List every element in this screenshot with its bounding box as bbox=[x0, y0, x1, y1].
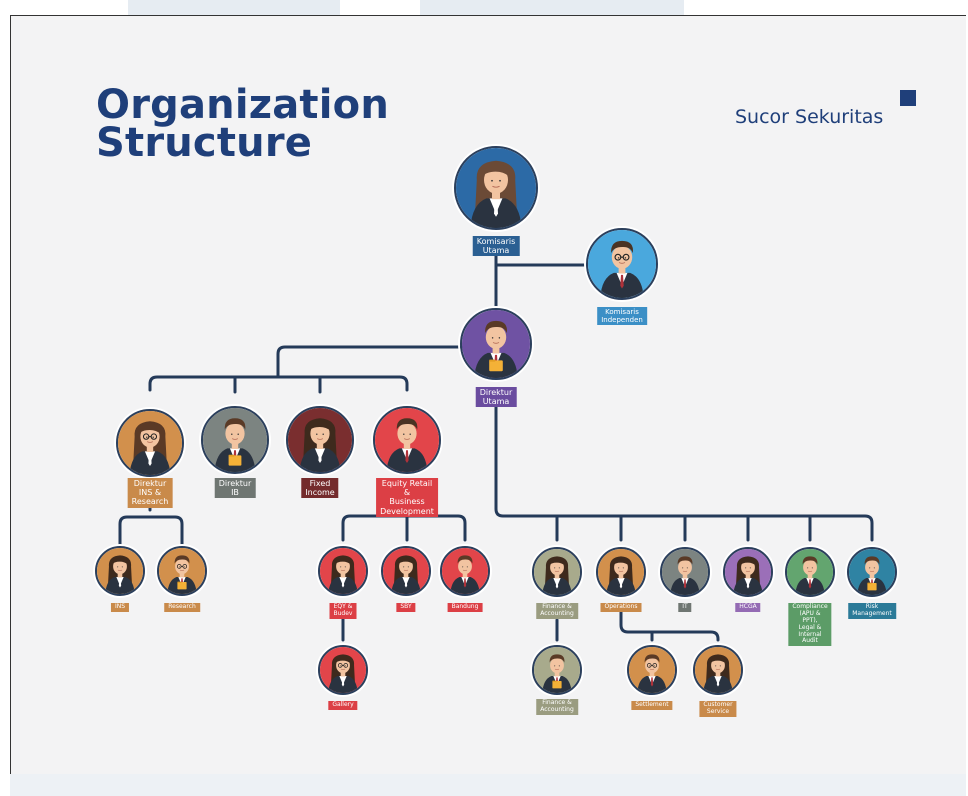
node-label-finance-accounting-2: Finance & Accounting bbox=[536, 699, 578, 715]
avatar bbox=[95, 546, 145, 596]
avatar bbox=[693, 645, 743, 695]
node-label-eqy-budev: EQY & Budev bbox=[329, 603, 357, 619]
node-label-komisaris-utama: Komisaris Utama bbox=[472, 236, 520, 257]
node-label-fixed-income: Fixed Income bbox=[301, 478, 339, 499]
node-label-sby: SBY bbox=[396, 603, 416, 612]
avatar bbox=[454, 146, 538, 230]
connector-directors-bus bbox=[148, 345, 498, 394]
avatar bbox=[381, 546, 431, 596]
avatar bbox=[157, 546, 207, 596]
node-label-settlement: Settlement bbox=[631, 701, 673, 710]
avatar bbox=[373, 406, 441, 474]
avatar bbox=[116, 409, 184, 477]
node-label-compliance: Compliance (APU & PPT), Legal & Internal… bbox=[788, 603, 832, 647]
node-label-komisaris-independen: Komisaris Independen bbox=[597, 307, 647, 326]
node-label-hcga: HCGA bbox=[735, 603, 761, 612]
avatar bbox=[847, 547, 897, 597]
avatar bbox=[201, 406, 269, 474]
avatar bbox=[460, 308, 532, 380]
node-label-finance-accounting: Finance & Accounting bbox=[536, 603, 578, 619]
node-label-direktur-ib: Direktur IB bbox=[214, 478, 256, 499]
connector-direktur-utama-support bbox=[494, 396, 874, 542]
avatar bbox=[596, 547, 646, 597]
node-label-bandung: Bandung bbox=[447, 603, 483, 612]
node-label-ins: INS bbox=[110, 603, 130, 612]
avatar bbox=[660, 547, 710, 597]
node-label-gallery: Gallery bbox=[328, 701, 358, 710]
node-label-direktur-ins: Direktur INS & Research bbox=[127, 478, 173, 508]
brand-logo-mark bbox=[900, 90, 916, 106]
page-title: Organization Structure bbox=[96, 82, 390, 166]
avatar bbox=[286, 406, 354, 474]
brand-name: Sucor Sekuritas bbox=[735, 106, 884, 128]
node-label-risk-management: Risk Management bbox=[848, 603, 896, 619]
avatar bbox=[785, 547, 835, 597]
watermark-band-bottom bbox=[10, 774, 966, 796]
avatar bbox=[723, 547, 773, 597]
avatar bbox=[532, 547, 582, 597]
node-label-it: IT bbox=[678, 603, 692, 612]
avatar bbox=[318, 546, 368, 596]
avatar bbox=[627, 645, 677, 695]
watermark-band-left bbox=[128, 0, 340, 16]
node-label-research: Research bbox=[164, 603, 200, 612]
node-label-direktur-utama: Direktur Utama bbox=[475, 387, 517, 408]
watermark-band-right bbox=[420, 0, 684, 16]
avatar bbox=[586, 228, 658, 300]
avatar bbox=[532, 645, 582, 695]
avatar bbox=[318, 645, 368, 695]
node-label-customer-service: Customer Service bbox=[699, 701, 737, 717]
node-label-equity-retail: Equity Retail & Business Development bbox=[376, 478, 438, 517]
avatar bbox=[440, 546, 490, 596]
connector-operations-sub bbox=[619, 610, 720, 642]
node-label-operations: Operations bbox=[600, 603, 642, 612]
